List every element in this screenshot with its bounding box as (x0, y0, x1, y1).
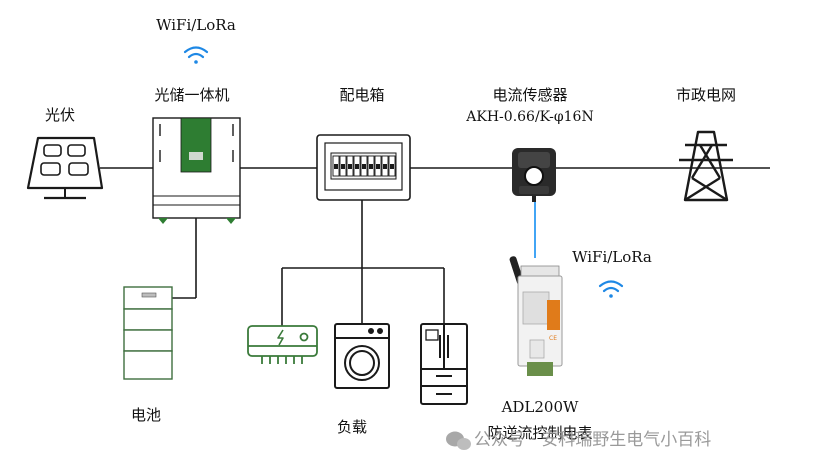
washing-machine-icon (334, 323, 390, 389)
load-label: 负载 (337, 418, 367, 436)
distribution-box-label: 配电箱 (339, 86, 384, 104)
wifi-icon (183, 46, 209, 64)
current-sensor-icon (512, 148, 556, 202)
watermark-text: 公众号 · 安科瑞野生电气小百科 (474, 430, 711, 450)
solar-panel-icon (26, 136, 104, 200)
wifi-top-label: WiFi/LoRa (156, 16, 236, 34)
meter-badge: CE (549, 335, 557, 342)
battery-label: 电池 (131, 406, 161, 424)
sensor-model-label: AKH-0.66/K-φ16N (465, 109, 593, 125)
current-sensor-label: 电流传感器 (492, 86, 567, 104)
pv-label: 光伏 (45, 106, 75, 124)
air-conditioner-icon (247, 325, 318, 364)
wechat-icon (446, 431, 471, 450)
meter-name-label: 防逆流控制电表 (487, 424, 592, 442)
meter-model-label: ADL200W (501, 398, 579, 416)
wifi-meter-label: WiFi/LoRa (572, 248, 652, 266)
main-bus-lines (100, 167, 770, 326)
hybrid-inverter-icon (152, 117, 241, 224)
battery-rack-icon (123, 286, 173, 380)
wifi-icon (598, 280, 624, 298)
smart-meter-icon: CE (509, 256, 563, 376)
inverter-label: 光储一体机 (154, 86, 229, 104)
grid-label: 市政电网 (676, 86, 736, 104)
power-tower-icon (679, 130, 733, 202)
refrigerator-icon (420, 323, 468, 405)
distribution-box-icon (316, 134, 411, 201)
